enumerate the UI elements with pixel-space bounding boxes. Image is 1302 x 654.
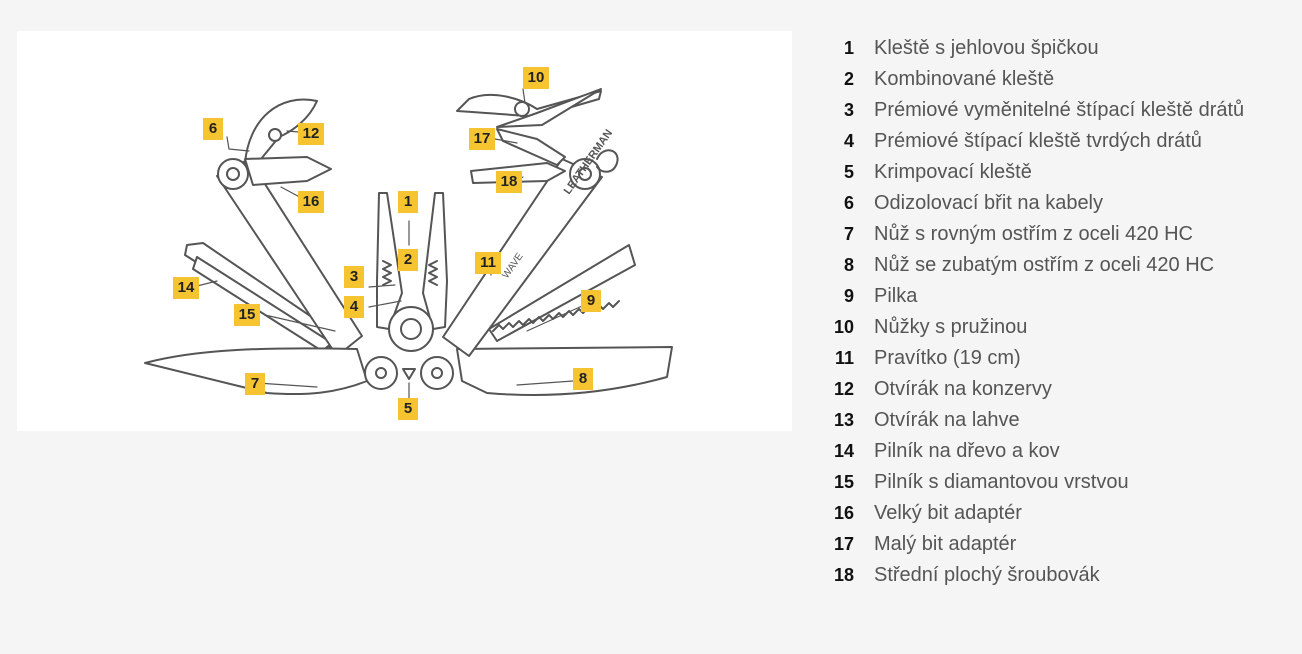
legend-item: 14 Pilník na dřevo a kov bbox=[826, 436, 1244, 467]
legend-label: Střední plochý šroubovák bbox=[874, 564, 1100, 586]
bit-adapter-shape bbox=[244, 156, 332, 186]
legend-label: Pilka bbox=[874, 285, 918, 307]
scissors-lower-blade bbox=[496, 88, 602, 128]
callout-7: 7 bbox=[245, 373, 265, 395]
legend-label: Velký bit adaptér bbox=[874, 502, 1022, 524]
right-wheel-hub bbox=[431, 367, 443, 379]
legend-number: 7 bbox=[843, 224, 854, 244]
callout-16: 16 bbox=[298, 191, 324, 213]
legend-label: Odizolovací břit na kabely bbox=[874, 192, 1104, 214]
legend-label: Pilník s diamantovou vrstvou bbox=[874, 471, 1129, 493]
legend-label: Otvírák na lahve bbox=[874, 409, 1020, 431]
legend-number: 8 bbox=[843, 255, 854, 275]
left-pivot-inner bbox=[226, 167, 240, 181]
legend-item: 8 Nůž se zubatým ostřím z oceli 420 HC bbox=[826, 250, 1244, 281]
scissors-upper-blade bbox=[456, 90, 602, 118]
legend-number: 13 bbox=[833, 410, 854, 430]
legend-number: 3 bbox=[843, 100, 854, 120]
legend-number: 5 bbox=[843, 162, 854, 182]
callout-6: 6 bbox=[203, 118, 223, 140]
callout-17: 17 bbox=[469, 128, 495, 150]
legend-label: Nůž se zubatým ostřím z oceli 420 HC bbox=[874, 254, 1215, 276]
legend-number: 10 bbox=[833, 317, 854, 337]
legend-item: 9 Pilka bbox=[826, 281, 1244, 312]
legend-number: 2 bbox=[843, 69, 854, 89]
callout-9: 9 bbox=[581, 290, 601, 312]
legend-item: 5 Krimpovací kleště bbox=[826, 157, 1244, 188]
callout-11: 11 bbox=[475, 252, 501, 274]
legend-number: 12 bbox=[833, 379, 854, 399]
legend-item: 11 Pravítko (19 cm) bbox=[826, 343, 1244, 374]
callout-18: 18 bbox=[496, 171, 522, 193]
scissors-pivot bbox=[514, 101, 530, 117]
callout-5: 5 bbox=[398, 398, 418, 420]
straight-knife-shape bbox=[144, 347, 368, 396]
callout-14: 14 bbox=[173, 277, 199, 299]
legend-label: Nůžky s pružinou bbox=[874, 316, 1028, 338]
callout-1: 1 bbox=[398, 191, 418, 213]
legend-label: Krimpovací kleště bbox=[874, 161, 1032, 183]
crimper-notch bbox=[402, 368, 416, 380]
legend-label: Kombinované kleště bbox=[874, 68, 1055, 90]
callout-12: 12 bbox=[298, 123, 324, 145]
legend-number: 9 bbox=[843, 286, 854, 306]
callout-2: 2 bbox=[398, 249, 418, 271]
legend-item: 18 Střední plochý šroubovák bbox=[826, 560, 1244, 591]
legend-label: Otvírák na konzervy bbox=[874, 378, 1052, 400]
multitool-drawing: LEATHERMAN WAVE bbox=[144, 88, 673, 402]
parts-legend: 1 Kleště s jehlovou špičkou 2 Kombinované … bbox=[826, 33, 1244, 591]
legend-number: 17 bbox=[833, 534, 854, 554]
can-opener-shape bbox=[244, 98, 318, 164]
callout-15: 15 bbox=[234, 304, 260, 326]
legend-item: 10 Nůžky s pružinou bbox=[826, 312, 1244, 343]
legend-item: 12 Otvírák na konzervy bbox=[826, 374, 1244, 405]
legend-number: 1 bbox=[843, 38, 854, 58]
legend-item: 16 Velký bit adaptér bbox=[826, 498, 1244, 529]
serrated-knife-shape bbox=[456, 346, 673, 397]
callout-8: 8 bbox=[573, 368, 593, 390]
saw-shape bbox=[488, 244, 636, 342]
legend-number: 15 bbox=[833, 472, 854, 492]
legend-item: 17 Malý bit adaptér bbox=[826, 529, 1244, 560]
legend-label: Pilník na dřevo a kov bbox=[874, 440, 1060, 462]
legend-number: 16 bbox=[833, 503, 854, 523]
legend-number: 11 bbox=[834, 348, 854, 368]
legend-item: 7 Nůž s rovným ostřím z oceli 420 HC bbox=[826, 219, 1244, 250]
small-bit-adapter-shape bbox=[496, 128, 566, 166]
left-wheel-hub bbox=[375, 367, 387, 379]
pliers-grip bbox=[382, 260, 438, 286]
legend-label: Prémiové vyměnitelné štípací kleště drát… bbox=[874, 99, 1245, 121]
legend-label: Nůž s rovným ostřím z oceli 420 HC bbox=[874, 223, 1193, 245]
legend-label: Kleště s jehlovou špičkou bbox=[874, 37, 1099, 59]
legend-label: Malý bit adaptér bbox=[874, 533, 1017, 555]
legend-item: 4 Prémiové štípací kleště tvrdých drátů bbox=[826, 126, 1244, 157]
bottle-opener-hole bbox=[268, 128, 282, 142]
callout-10: 10 bbox=[523, 67, 549, 89]
legend-item: 1 Kleště s jehlovou špičkou bbox=[826, 33, 1244, 64]
pliers-pivot-inner bbox=[400, 318, 422, 340]
legend-item: 15 Pilník s diamantovou vrstvou bbox=[826, 467, 1244, 498]
right-pivot-inner bbox=[578, 167, 592, 181]
lanyard-ring bbox=[596, 149, 619, 173]
callout-4: 4 bbox=[344, 296, 364, 318]
callout-3: 3 bbox=[344, 266, 364, 288]
legend-item: 13 Otvírák na lahve bbox=[826, 405, 1244, 436]
legend-item: 2 Kombinované kleště bbox=[826, 64, 1244, 95]
multitool-diagram: LEATHERMAN WAVE 1 2 3 4 5 6 7 8 9 10 11 … bbox=[17, 31, 792, 431]
legend-number: 14 bbox=[833, 441, 854, 461]
legend-number: 4 bbox=[843, 131, 854, 151]
legend-number: 18 bbox=[833, 565, 854, 585]
legend-item: 3 Prémiové vyměnitelné štípací kleště drá… bbox=[826, 95, 1244, 126]
legend-label: Pravítko (19 cm) bbox=[874, 347, 1021, 369]
legend-label: Prémiové štípací kleště tvrdých drátů bbox=[874, 130, 1202, 152]
legend-number: 6 bbox=[843, 193, 854, 213]
legend-item: 6 Odizolovací břit na kabely bbox=[826, 188, 1244, 219]
